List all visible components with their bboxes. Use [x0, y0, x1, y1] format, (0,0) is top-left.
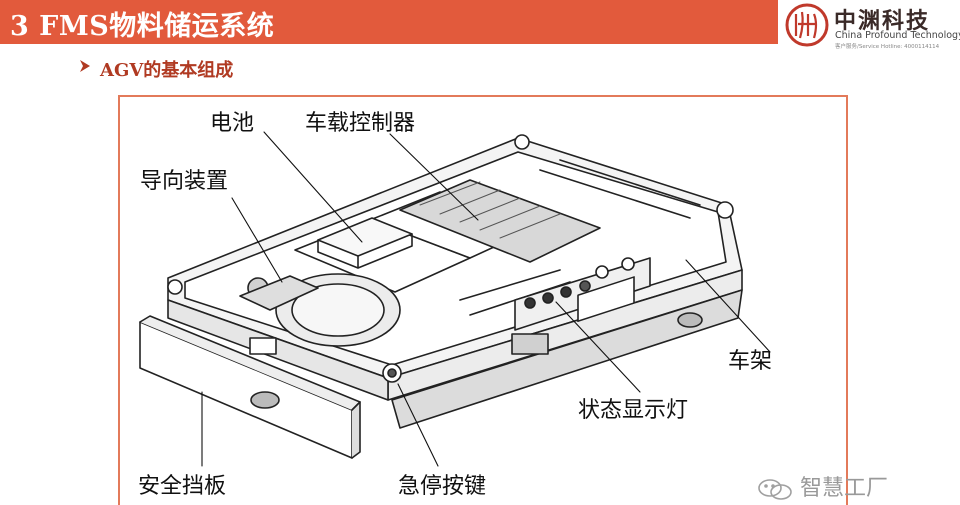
slide-title: 3 FMS物料储运系统	[10, 11, 275, 42]
watermark-text: 智慧工厂	[800, 476, 889, 501]
label-status-light: 状态显示灯	[578, 398, 689, 423]
logo-tagline: 客户服务/Service Hotline: 4000114114	[835, 44, 940, 50]
leader-battery	[263, 131, 363, 243]
wechat-icon	[758, 479, 792, 500]
arrow-right-icon	[80, 60, 90, 72]
section-heading-text: AGV的基本组成	[100, 60, 234, 81]
title-bar: 3 FMS物料储运系统	[0, 0, 780, 44]
logo-mark-icon	[785, 3, 829, 47]
label-frame: 车架	[728, 349, 773, 374]
logo-name-cn: 中渊科技	[834, 8, 931, 34]
figure-frame	[118, 95, 848, 505]
label-battery: 电池	[210, 111, 255, 136]
leader-guide	[231, 197, 283, 283]
label-guide: 导向装置	[140, 169, 229, 194]
leader-status	[555, 301, 641, 393]
leader-controller	[389, 133, 479, 221]
leader-frame	[685, 259, 771, 353]
company-logo: 中渊科技 China Profound Technology 客户服务/Serv…	[778, 0, 960, 52]
leader-estop	[397, 383, 439, 467]
label-controller: 车载控制器	[305, 111, 416, 136]
status-light-1	[524, 297, 536, 309]
label-bumper: 安全挡板	[138, 474, 227, 499]
label-estop: 急停按键	[398, 474, 487, 499]
logo-name-en: China Profound Technology	[835, 30, 960, 41]
